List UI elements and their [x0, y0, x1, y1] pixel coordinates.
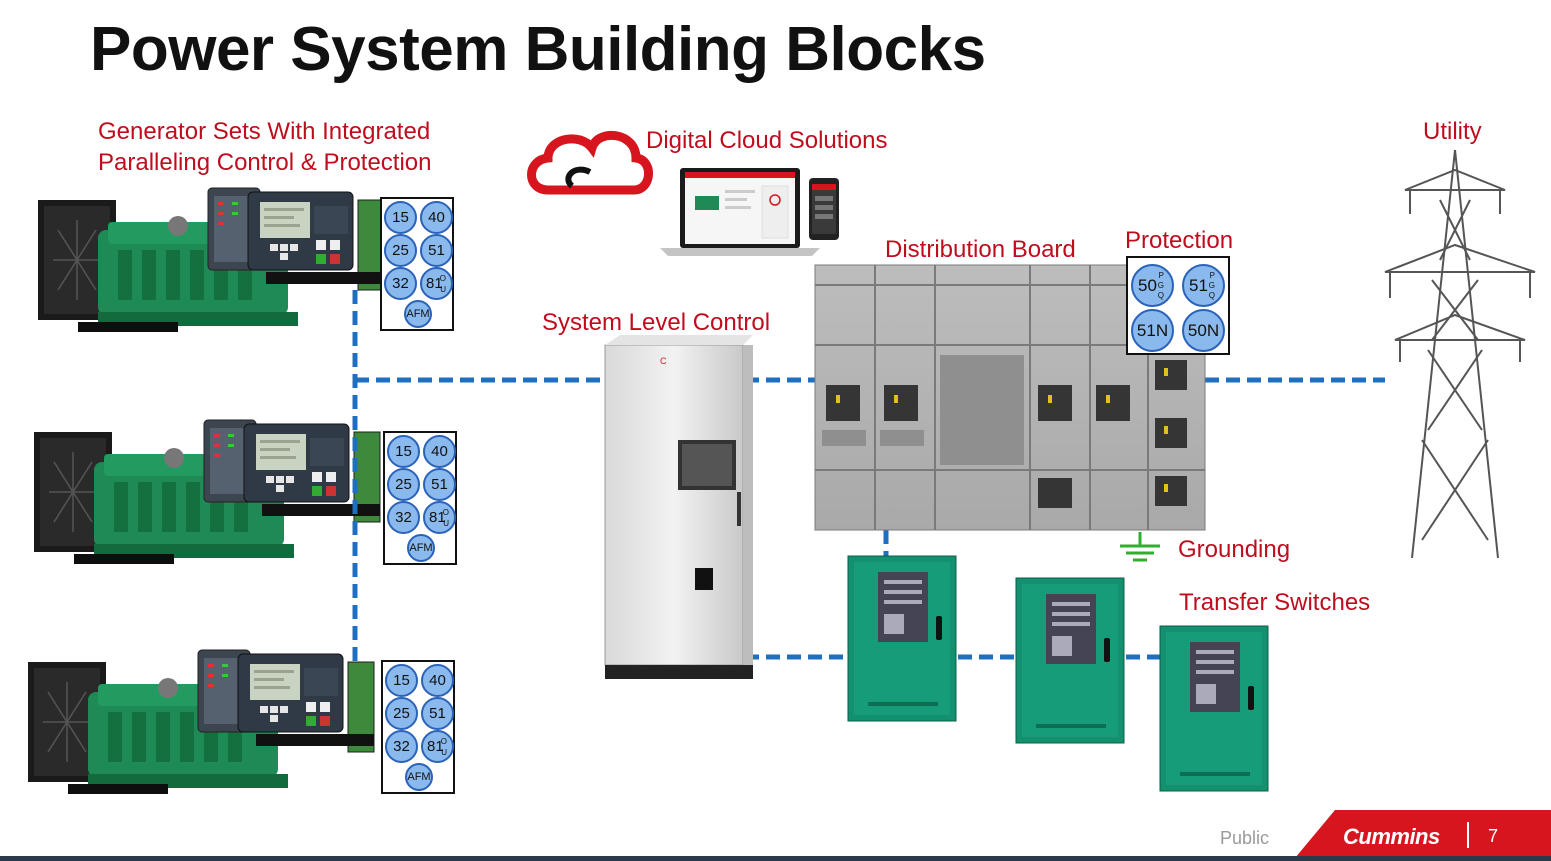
- relay-40: 40: [421, 664, 454, 697]
- relay-32: 32: [385, 730, 418, 763]
- distribution-board-label: Distribution Board: [885, 236, 1076, 263]
- relay-50-sub-p: P: [1158, 271, 1164, 280]
- relay-81: 81 O U: [421, 730, 454, 763]
- grounding-label: Grounding: [1178, 536, 1291, 563]
- relay-15: 15: [385, 664, 418, 697]
- genset-protection-box-1: 15 40 25 51 32 81 O U AFM: [380, 197, 454, 331]
- relay-40: 40: [423, 435, 456, 468]
- relay-81: 81 O U: [423, 501, 456, 534]
- transmission-tower-icon: [1384, 149, 1536, 559]
- transfer-switch-3: [1159, 625, 1269, 792]
- relay-afm: AFM: [405, 763, 433, 791]
- cloud-icon: [527, 130, 653, 195]
- relay-50n: 50N: [1182, 309, 1225, 352]
- classification-label: Public: [1220, 828, 1270, 848]
- relay-81-sub-u: U: [441, 748, 447, 757]
- relay-25: 25: [384, 234, 417, 267]
- page-title: Power System Building Blocks: [90, 15, 986, 84]
- phone-icon: [809, 178, 839, 240]
- relay-81-number: 81: [426, 275, 443, 292]
- relay-81-number: 81: [427, 738, 444, 755]
- relay-50-sub-g: G: [1157, 281, 1164, 290]
- brand-logo: Cummins: [1343, 824, 1440, 849]
- generator-sets-label-line2: Paralleling Control & Protection: [98, 149, 432, 176]
- relay-afm: AFM: [407, 534, 435, 562]
- relay-25: 25: [387, 468, 420, 501]
- protection-label: Protection: [1125, 227, 1234, 254]
- relay-32: 32: [384, 267, 417, 300]
- laptop-icon: [660, 168, 820, 256]
- bottom-rule: [0, 856, 1551, 861]
- relay-50pgq: 50 P G Q: [1131, 264, 1174, 307]
- generator-set-2: [33, 419, 381, 565]
- genset-protection-box-3: 15 40 25 51 32 81 O U AFM: [381, 660, 455, 794]
- relay-40: 40: [420, 201, 453, 234]
- connection-lines: [352, 290, 1385, 665]
- relay-51-number: 51: [1189, 275, 1208, 295]
- relay-51: 51: [420, 234, 453, 267]
- relay-15: 15: [387, 435, 420, 468]
- svg-text:C: C: [660, 356, 667, 366]
- genset-protection-box-2: 15 40 25 51 32 81 O U AFM: [383, 431, 457, 565]
- relay-51: 51: [423, 468, 456, 501]
- relay-81-sub-o: O: [440, 737, 447, 746]
- relay-51-sub-g: G: [1208, 281, 1215, 290]
- page-number: 7: [1488, 826, 1499, 846]
- system-control-cabinet: C: [604, 335, 753, 679]
- relay-afm: AFM: [404, 300, 432, 328]
- relay-50-sub-q: Q: [1157, 291, 1164, 300]
- generator-set-3: [27, 649, 375, 795]
- relay-81-sub-o: O: [442, 508, 449, 517]
- transfer-switch-2: [1015, 577, 1125, 744]
- footer-brand-band: [1295, 810, 1551, 858]
- relay-81-sub-u: U: [443, 519, 449, 528]
- relay-81-sub-o: O: [439, 274, 446, 283]
- relay-51: 51: [421, 697, 454, 730]
- generator-sets-label: Generator Sets With Integrated Paralleli…: [98, 116, 432, 178]
- footer-divider: [1467, 822, 1469, 848]
- transfer-switch-1: [847, 555, 957, 722]
- relay-25: 25: [385, 697, 418, 730]
- relay-81-number: 81: [429, 509, 446, 526]
- generator-set-1: [37, 187, 385, 333]
- relay-51n: 51N: [1131, 309, 1174, 352]
- transfer-switches-label: Transfer Switches: [1179, 589, 1371, 616]
- relay-50-number: 50: [1138, 275, 1157, 295]
- relay-32: 32: [387, 501, 420, 534]
- relay-51-sub-q: Q: [1208, 291, 1215, 300]
- relay-81: 81 O U: [420, 267, 453, 300]
- relay-15: 15: [384, 201, 417, 234]
- digital-cloud-label: Digital Cloud Solutions: [646, 127, 888, 154]
- relay-51pgq: 51 P G Q: [1182, 264, 1225, 307]
- utility-label: Utility: [1423, 118, 1482, 145]
- system-level-control-label: System Level Control: [542, 309, 771, 336]
- relay-51-sub-p: P: [1209, 271, 1215, 280]
- generator-sets-label-line1: Generator Sets With Integrated: [98, 118, 431, 145]
- board-protection-box: 50 P G Q 51 P G Q 51N 50N: [1126, 256, 1230, 355]
- relay-81-sub-u: U: [440, 285, 446, 294]
- ground-symbol-icon: [1120, 532, 1160, 562]
